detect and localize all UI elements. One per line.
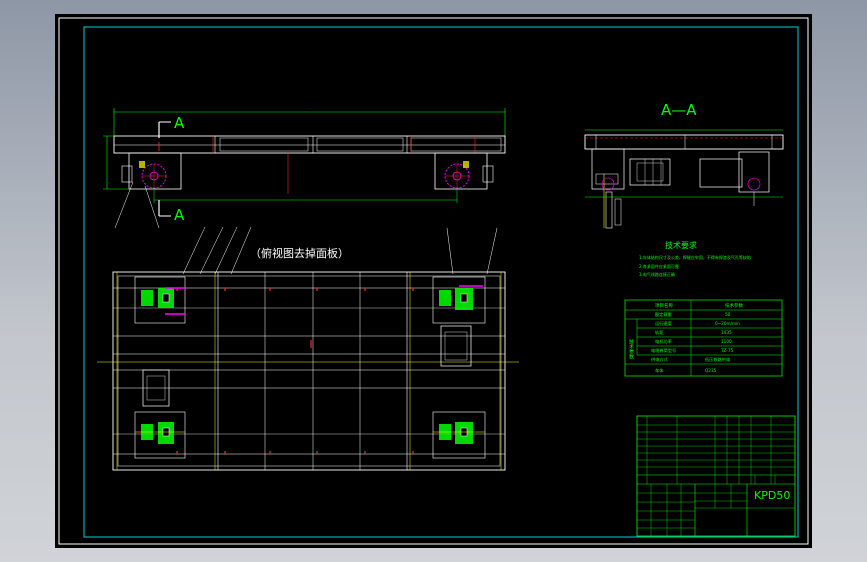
param-row-value-6: Q235: [705, 368, 717, 373]
param-row-label-6: 车体: [655, 367, 664, 374]
param-row-value-1: 0~20m/min: [715, 321, 740, 326]
section-label-bottom: A: [174, 206, 185, 224]
param-header-left: 项目名称: [655, 302, 673, 309]
param-table: [624, 299, 783, 377]
param-header-right: 技术参数: [725, 302, 743, 309]
cad-drawing-canvas: ·: [55, 14, 812, 548]
param-row-value-4: TZ-75: [720, 348, 734, 353]
cad-drawing: ·: [58, 17, 809, 545]
section-view-title: A—A: [661, 101, 697, 119]
param-side-label: 技术参数: [628, 338, 634, 360]
param-row-label-5: 供电方式: [651, 356, 669, 363]
tech-req-line-2: 2.各紧固件应紧固可靠: [639, 263, 679, 269]
param-row-label-0: 额定载重: [655, 311, 672, 318]
drawing-number: KPD50: [754, 489, 790, 502]
drawing-border: [83, 26, 799, 538]
param-row-label-3: 电机功率: [655, 338, 672, 345]
title-block: [636, 415, 796, 537]
param-row-label-4: 电缆卷筒型号: [651, 347, 676, 354]
section-label-top: A: [174, 114, 185, 132]
param-row-value-2: 1435: [721, 330, 732, 335]
drawing-frame: [58, 17, 809, 545]
svg-text:·: ·: [309, 107, 310, 111]
tech-req-title: 技术要求: [665, 240, 697, 250]
top-view: [97, 226, 519, 471]
param-row-label-2: 轨距: [655, 329, 663, 336]
param-row-label-1: 运行速度: [655, 320, 673, 327]
front-view: ·: [103, 107, 506, 229]
top-view-caption: （俯视图去掉面板）: [250, 246, 349, 260]
tech-req-line-1: 1.车体结构尺寸及公差，焊缝应牢固，不得有焊渣及气孔等缺陷: [639, 254, 751, 260]
param-row-value-3: 1100: [721, 339, 732, 344]
param-row-value-0: 50: [725, 312, 731, 317]
param-row-value-5: 低压铁路供电: [705, 356, 731, 363]
section-view: [584, 129, 784, 229]
tech-req-line-3: 3.电气线路连接正确: [639, 271, 675, 277]
